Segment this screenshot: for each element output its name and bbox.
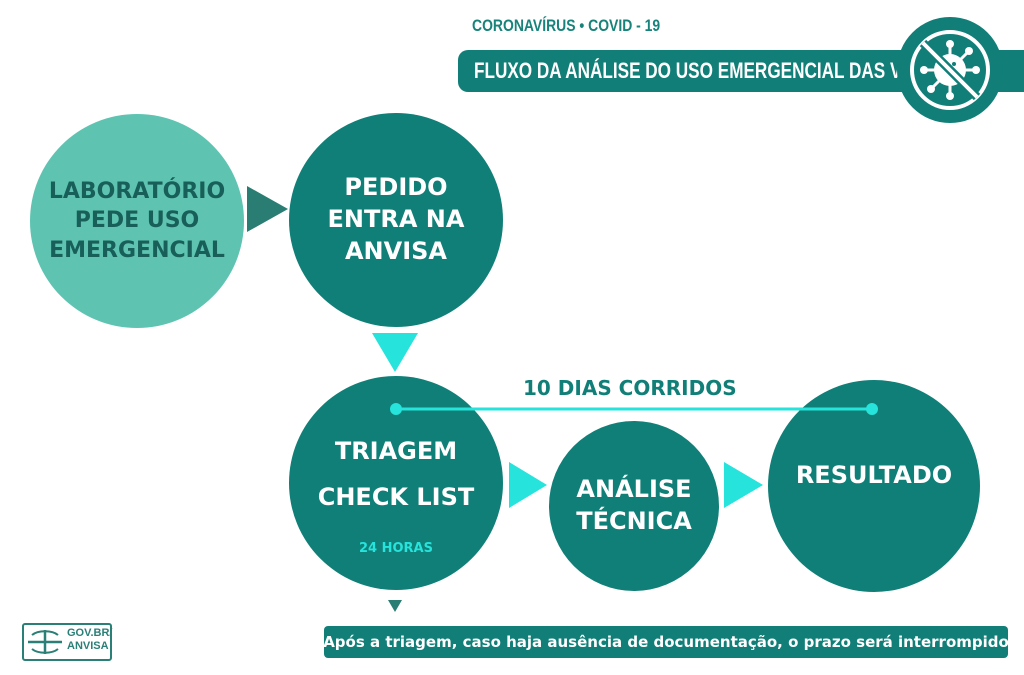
footer-note: Após a triagem, caso haja ausência de do… <box>323 626 1009 658</box>
anvisa-logo-text: GOV.BR/ ANVISA <box>67 627 112 653</box>
logo-line-2: ANVISA <box>67 640 109 652</box>
arrow-pedido-to-triagem <box>372 333 418 372</box>
triagem-label: TRIAGEM <box>334 437 458 465</box>
logo-line-1: GOV.BR/ <box>67 627 113 639</box>
header-kicker: CORONAVÍRUS • COVID - 19 <box>472 16 661 35</box>
node-analise: ANÁLISE TÉCNICA <box>549 421 719 591</box>
anvisa-logo-icon <box>28 630 62 654</box>
timeline-start-dot <box>390 403 402 415</box>
timeline-end-dot <box>866 403 878 415</box>
node-resultado: RESULTADO <box>768 380 980 592</box>
page-title: FLUXO DA ANÁLISE DO USO EMERGENCIAL DAS … <box>474 58 966 83</box>
timeline-label: 10 DIAS CORRIDOS <box>523 376 737 400</box>
arrow-triagem-to-analise <box>509 462 547 508</box>
pedido-line-2: ENTRA NA <box>327 205 465 234</box>
laboratorio-line-3: EMERGENCIAL <box>49 237 225 263</box>
laboratorio-line-2: PEDE USO <box>74 208 200 234</box>
pedido-line-1: PEDIDO <box>344 173 448 202</box>
analise-line-1: ANÁLISE <box>576 475 692 504</box>
node-pedido: PEDIDO ENTRA NA ANVISA <box>289 113 503 327</box>
arrow-down-small <box>388 600 402 612</box>
no-virus-icon <box>910 30 990 110</box>
anvisa-logo <box>22 623 112 661</box>
laboratorio-line-1: LABORATÓRIO <box>48 179 226 205</box>
node-laboratorio: LABORATÓRIO PEDE USO EMERGENCIAL <box>30 114 244 328</box>
resultado-label: RESULTADO <box>795 461 953 490</box>
arrow-analise-to-resultado <box>724 462 763 508</box>
checklist-label: CHECK LIST <box>317 483 475 511</box>
pedido-line-3: ANVISA <box>344 236 447 265</box>
arrow-lab-to-pedido <box>247 186 288 232</box>
analise-line-2: TÉCNICA <box>576 507 692 535</box>
horas-label: 24 HORAS <box>359 541 433 556</box>
